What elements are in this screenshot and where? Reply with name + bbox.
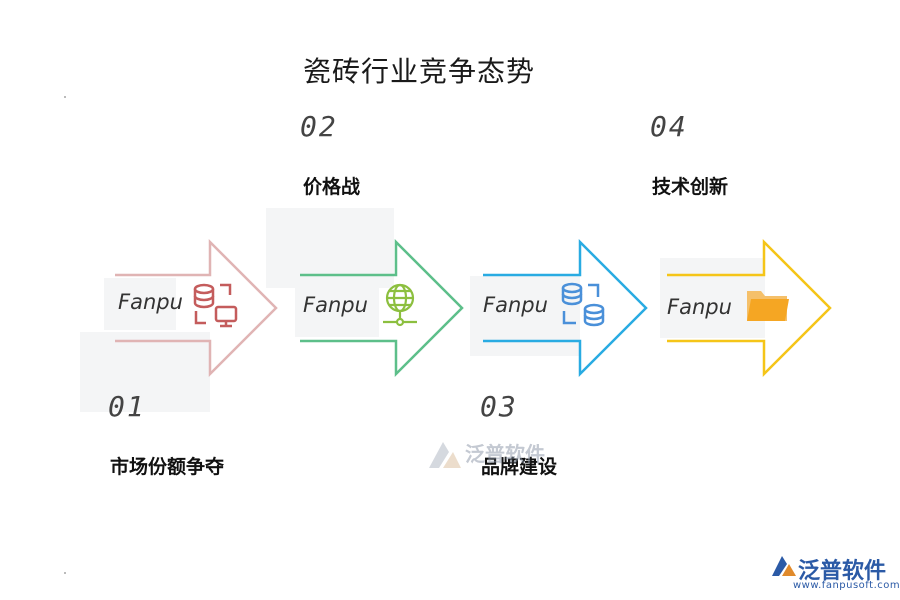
step-number-4: 04 [650, 110, 688, 143]
step-number-3: 03 [480, 390, 518, 423]
step-label-2: 价格战 [303, 176, 361, 198]
globe-network-icon [383, 283, 417, 327]
step-label-3: 品牌建设 [481, 456, 558, 478]
fanpu-watermark-1: Fanpu [118, 290, 183, 314]
arrow-3 [483, 238, 648, 378]
bg-shade-1b [80, 332, 210, 412]
step-label-1: 市场份额争夺 [110, 456, 225, 478]
edge-dot-2 [64, 572, 66, 574]
fanpu-watermark-2: Fanpu [303, 293, 368, 317]
fanpu-watermark-3: Fanpu [483, 293, 548, 317]
bg-shade-2b [295, 285, 379, 337]
brand-name: 泛普软件 [798, 559, 887, 584]
watermark-logo-icon [429, 442, 461, 468]
fanpu-watermark-4: Fanpu [667, 295, 732, 319]
arrow-2 [300, 238, 464, 378]
page-title: 瓷砖行业竞争态势 [303, 55, 536, 88]
database-transfer-icon [193, 283, 238, 328]
arrow-4 [667, 238, 832, 378]
folder-icon [747, 291, 789, 321]
edge-dot-1 [64, 96, 66, 98]
brand-url: www.fanpusoft.com [793, 580, 900, 591]
step-number-2: 02 [300, 110, 338, 143]
database-sync-icon [561, 282, 605, 327]
arrow-1 [115, 238, 278, 378]
brand-logo-icon [772, 556, 796, 576]
bg-shade-1 [104, 278, 176, 330]
watermark-text: 泛普软件 [465, 442, 545, 466]
step-number-1: 01 [108, 390, 146, 423]
bg-shade-3 [470, 276, 580, 356]
step-label-4: 技术创新 [652, 176, 729, 198]
